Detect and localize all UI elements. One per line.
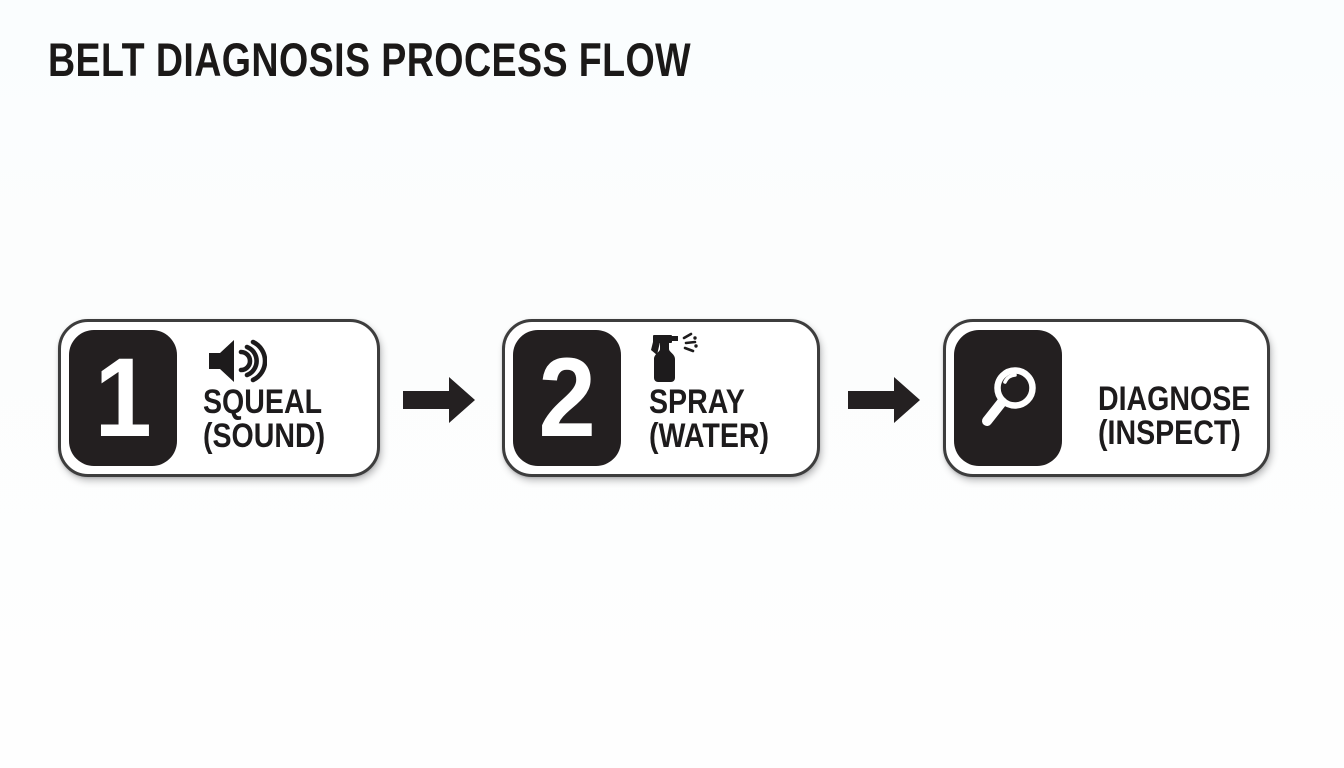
step-2-label-line2: (WATER) <box>649 417 770 455</box>
right-arrow-icon <box>848 377 920 423</box>
step-card-diagnose: DIAGNOSE (INSPECT) <box>943 319 1270 477</box>
step-2-number: 2 <box>538 335 596 460</box>
step-1-number: 1 <box>94 335 152 460</box>
step-1-number-badge: 1 <box>69 330 177 466</box>
step-3-label-line2: (INSPECT) <box>1098 414 1241 452</box>
step-2-label-line1: SPRAY <box>649 383 745 421</box>
spray-bottle-icon <box>651 332 698 382</box>
step-card-squeal: 1 SQUEAL (SOUND) <box>58 319 380 477</box>
step-1-label-line2: (SOUND) <box>203 417 326 455</box>
diagram-title: BELT DIAGNOSIS PROCESS FLOW <box>48 33 692 86</box>
step-3-icon-badge <box>954 330 1062 466</box>
right-arrow-icon <box>403 377 475 423</box>
step-2-number-badge: 2 <box>513 330 621 466</box>
step-1-label: SQUEAL (SOUND) <box>203 385 325 453</box>
step-3-label-line1: DIAGNOSE <box>1098 380 1251 418</box>
step-3-label: DIAGNOSE (INSPECT) <box>1098 382 1250 450</box>
speaker-sound-icon <box>209 339 267 383</box>
magnifier-icon <box>982 367 1036 426</box>
step-card-spray: 2 SPRAY (WATER) <box>502 319 820 477</box>
step-1-label-line1: SQUEAL <box>203 383 323 421</box>
step-2-label: SPRAY (WATER) <box>649 385 769 453</box>
